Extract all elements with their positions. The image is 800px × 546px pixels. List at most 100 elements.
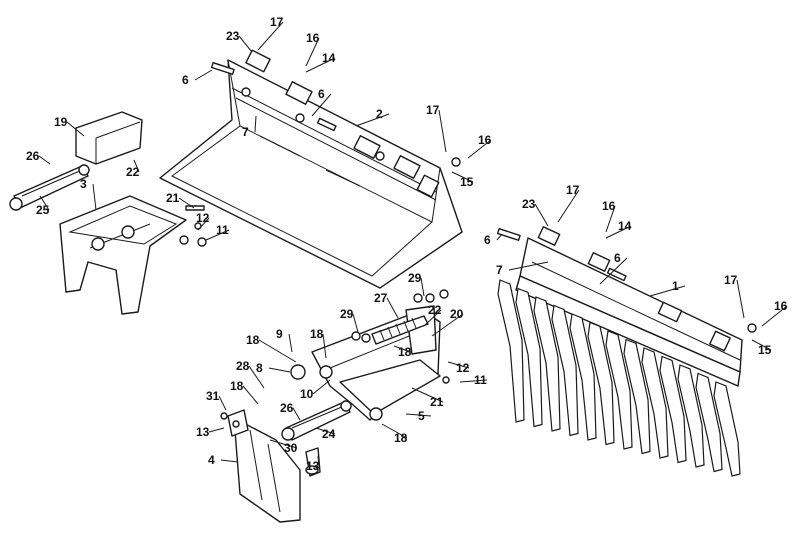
callout-leader bbox=[411, 387, 444, 403]
callout-label: 6 bbox=[182, 73, 189, 87]
callout-label: 16 bbox=[602, 199, 616, 213]
callout-label: 12 bbox=[196, 211, 210, 225]
fork-tine bbox=[569, 313, 597, 441]
fork-tine bbox=[677, 364, 705, 468]
callout-leader bbox=[315, 427, 336, 435]
callout-label: 9 bbox=[276, 327, 283, 341]
callout-label: 6 bbox=[614, 251, 621, 265]
callout-leader bbox=[220, 459, 239, 463]
spring bbox=[371, 315, 429, 345]
fork-tine bbox=[533, 296, 561, 432]
callout-label: 15 bbox=[460, 175, 474, 189]
linkage-assembly bbox=[290, 305, 441, 421]
callout-leader bbox=[238, 35, 253, 53]
callout-label: 2 bbox=[376, 107, 383, 121]
callout-leader bbox=[205, 229, 230, 241]
callout-label: 28 bbox=[236, 359, 250, 373]
callout-label: 6 bbox=[318, 87, 325, 101]
callout-label: 18 bbox=[310, 327, 324, 341]
lower-cylinder bbox=[281, 400, 352, 441]
callout-label: 22 bbox=[428, 303, 442, 317]
callout-label: 25 bbox=[36, 203, 50, 217]
callout-label: 24 bbox=[322, 427, 336, 441]
callout-leader bbox=[288, 333, 293, 353]
callout-leader bbox=[305, 37, 320, 67]
callout-label: 26 bbox=[280, 401, 294, 415]
callout-label: 15 bbox=[758, 343, 772, 357]
leader-lines bbox=[38, 21, 788, 467]
callout-label: 4 bbox=[208, 453, 215, 467]
callout-label: 30 bbox=[284, 441, 298, 455]
callout-leader bbox=[312, 379, 331, 395]
callout-label: 20 bbox=[450, 307, 464, 321]
pin-13 bbox=[305, 447, 321, 477]
fork-tine bbox=[551, 304, 579, 437]
callout-label: 17 bbox=[270, 15, 284, 29]
callout-label: 17 bbox=[426, 103, 440, 117]
callout-leader bbox=[257, 21, 284, 51]
callout-leader bbox=[317, 455, 320, 467]
callout-leader bbox=[761, 305, 788, 327]
callout-label: 14 bbox=[322, 51, 336, 65]
callout-leader bbox=[438, 109, 447, 153]
callout-label: 18 bbox=[246, 333, 260, 347]
callout-label: 16 bbox=[774, 299, 788, 313]
callout-label: 13 bbox=[306, 459, 320, 473]
callout-leader bbox=[393, 345, 412, 353]
fork-tine bbox=[605, 330, 633, 450]
callout-leader bbox=[386, 297, 399, 319]
callout-label: 29 bbox=[340, 307, 354, 321]
callout-leader bbox=[178, 197, 195, 209]
callout-leader bbox=[355, 113, 390, 127]
callout-leader bbox=[431, 313, 464, 337]
callout-label: 3 bbox=[80, 177, 87, 191]
callout-label: 17 bbox=[566, 183, 580, 197]
callout-leader bbox=[322, 333, 327, 359]
callout-leader bbox=[534, 203, 549, 227]
fork-tine bbox=[713, 381, 741, 477]
callout-label: 29 bbox=[408, 271, 422, 285]
callout-leader bbox=[557, 189, 580, 223]
callout-label: 16 bbox=[478, 133, 492, 147]
callout-leader bbox=[208, 427, 225, 433]
callout-label: 11 bbox=[216, 223, 229, 237]
callout-label: 17 bbox=[724, 273, 738, 287]
callout-leader bbox=[736, 279, 745, 319]
callout-label: 18 bbox=[398, 345, 412, 359]
callout-label: 6 bbox=[484, 233, 491, 247]
callout-leader bbox=[305, 57, 336, 73]
callout-leader bbox=[39, 195, 50, 211]
callout-leader bbox=[605, 225, 632, 239]
callout-label: 7 bbox=[242, 125, 249, 139]
callout-label: 23 bbox=[522, 197, 536, 211]
callout-label: 7 bbox=[496, 263, 503, 277]
callout-leader bbox=[92, 183, 97, 211]
callout-leader bbox=[751, 339, 772, 351]
callout-label: 5 bbox=[418, 409, 425, 423]
callout-label: 21 bbox=[430, 395, 444, 409]
callout-leader bbox=[381, 423, 408, 439]
callout-leader bbox=[66, 121, 85, 137]
callout-leader bbox=[218, 395, 227, 411]
callout-label: 26 bbox=[26, 149, 40, 163]
callout-leader bbox=[451, 171, 474, 183]
callout-label: 18 bbox=[230, 379, 244, 393]
callout-label: 8 bbox=[256, 361, 263, 375]
callout-label: 31 bbox=[206, 389, 220, 403]
quick-attach-frame bbox=[59, 195, 189, 315]
callout-leader bbox=[423, 309, 442, 327]
callout-leader bbox=[599, 257, 628, 285]
callout-leader bbox=[197, 217, 210, 231]
fork-tine bbox=[497, 279, 525, 423]
hardware bbox=[185, 61, 757, 428]
callout-leader bbox=[268, 367, 291, 373]
callout-label: 19 bbox=[54, 115, 68, 129]
callout-leader bbox=[447, 361, 470, 369]
callout-leader bbox=[194, 69, 213, 81]
callout-leader bbox=[405, 413, 432, 417]
callout-label: 27 bbox=[374, 291, 388, 305]
callout-leader bbox=[467, 139, 492, 159]
callout-leader bbox=[420, 277, 425, 297]
